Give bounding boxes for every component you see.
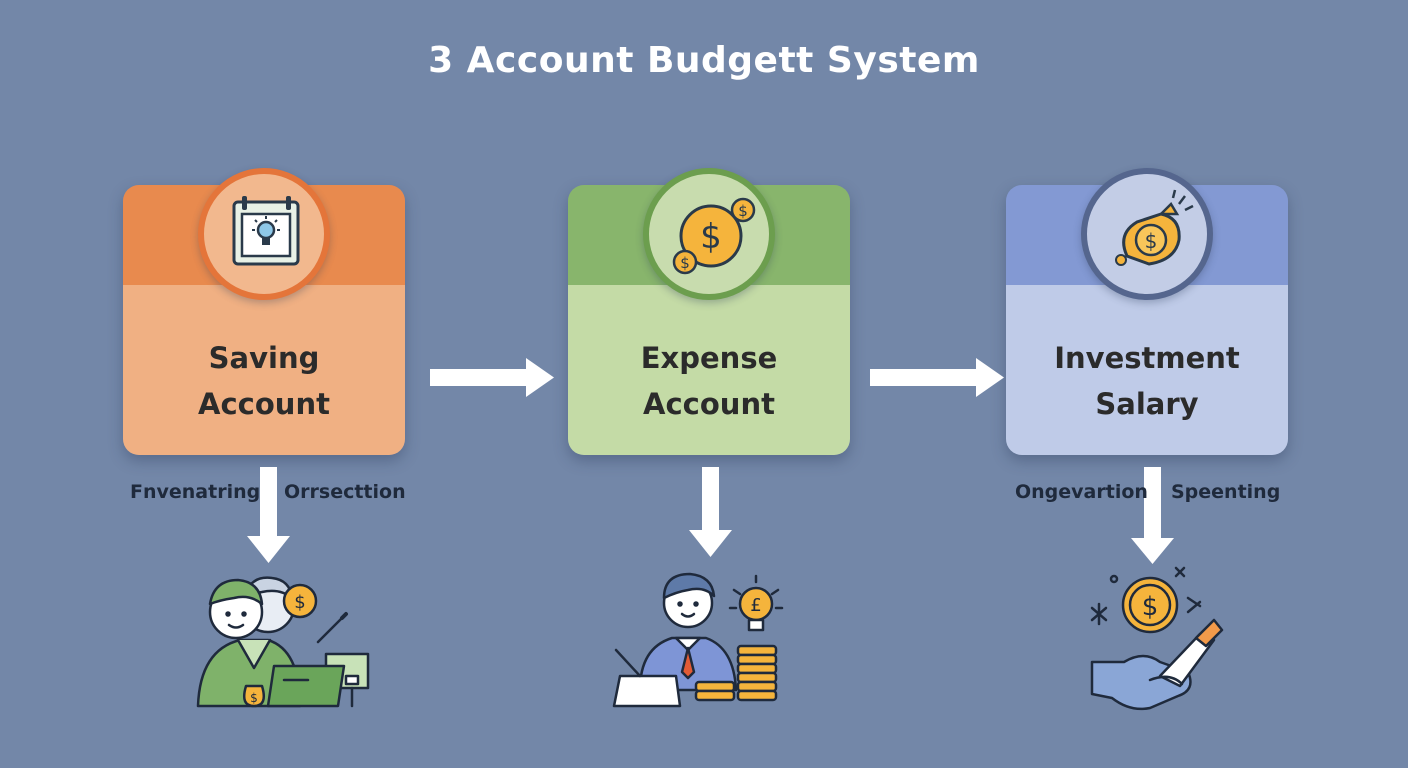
expense-account-title-line2: Account — [643, 387, 775, 421]
down-arrow-investment — [1131, 467, 1174, 564]
svg-text:$: $ — [1145, 229, 1158, 253]
saving-account-title-line1: Saving — [208, 341, 320, 375]
saving-caption-right: Orrsecttion — [284, 481, 406, 503]
saving-account-title-line2: Account — [198, 387, 330, 421]
right-arrow-expense-to-investment — [870, 358, 1004, 397]
svg-text:$: $ — [738, 202, 748, 220]
svg-text:$: $ — [250, 691, 258, 705]
calendar-lightbulb-icon — [198, 168, 330, 300]
investment-salary-card: Investment Salary — [1006, 185, 1288, 455]
svg-text:$: $ — [700, 217, 722, 257]
svg-text:$: $ — [1142, 592, 1159, 622]
investment-salary-title-line1: Investment — [1054, 341, 1240, 375]
investment-caption-right: Speenting — [1171, 481, 1281, 503]
down-arrow-saving — [247, 467, 290, 563]
investment-caption-left: Ongevartion — [1015, 481, 1148, 503]
svg-text:£: £ — [750, 595, 761, 616]
investment-salary-title-line2: Salary — [1095, 387, 1199, 421]
svg-text:$: $ — [294, 592, 305, 613]
saving-caption-left: Fnvenatring — [130, 481, 261, 503]
expense-account-title-line1: Expense — [640, 341, 778, 375]
dollar-coins-icon: $ $ $ — [643, 168, 775, 300]
svg-text:$: $ — [680, 254, 690, 272]
down-arrow-expense — [689, 467, 732, 557]
money-bag-icon: $ — [1081, 168, 1213, 300]
diagram-title: 3 Account Budgett System — [428, 40, 980, 81]
right-arrow-saving-to-expense — [430, 358, 554, 397]
expense-account-card: Expense Account — [568, 185, 850, 455]
